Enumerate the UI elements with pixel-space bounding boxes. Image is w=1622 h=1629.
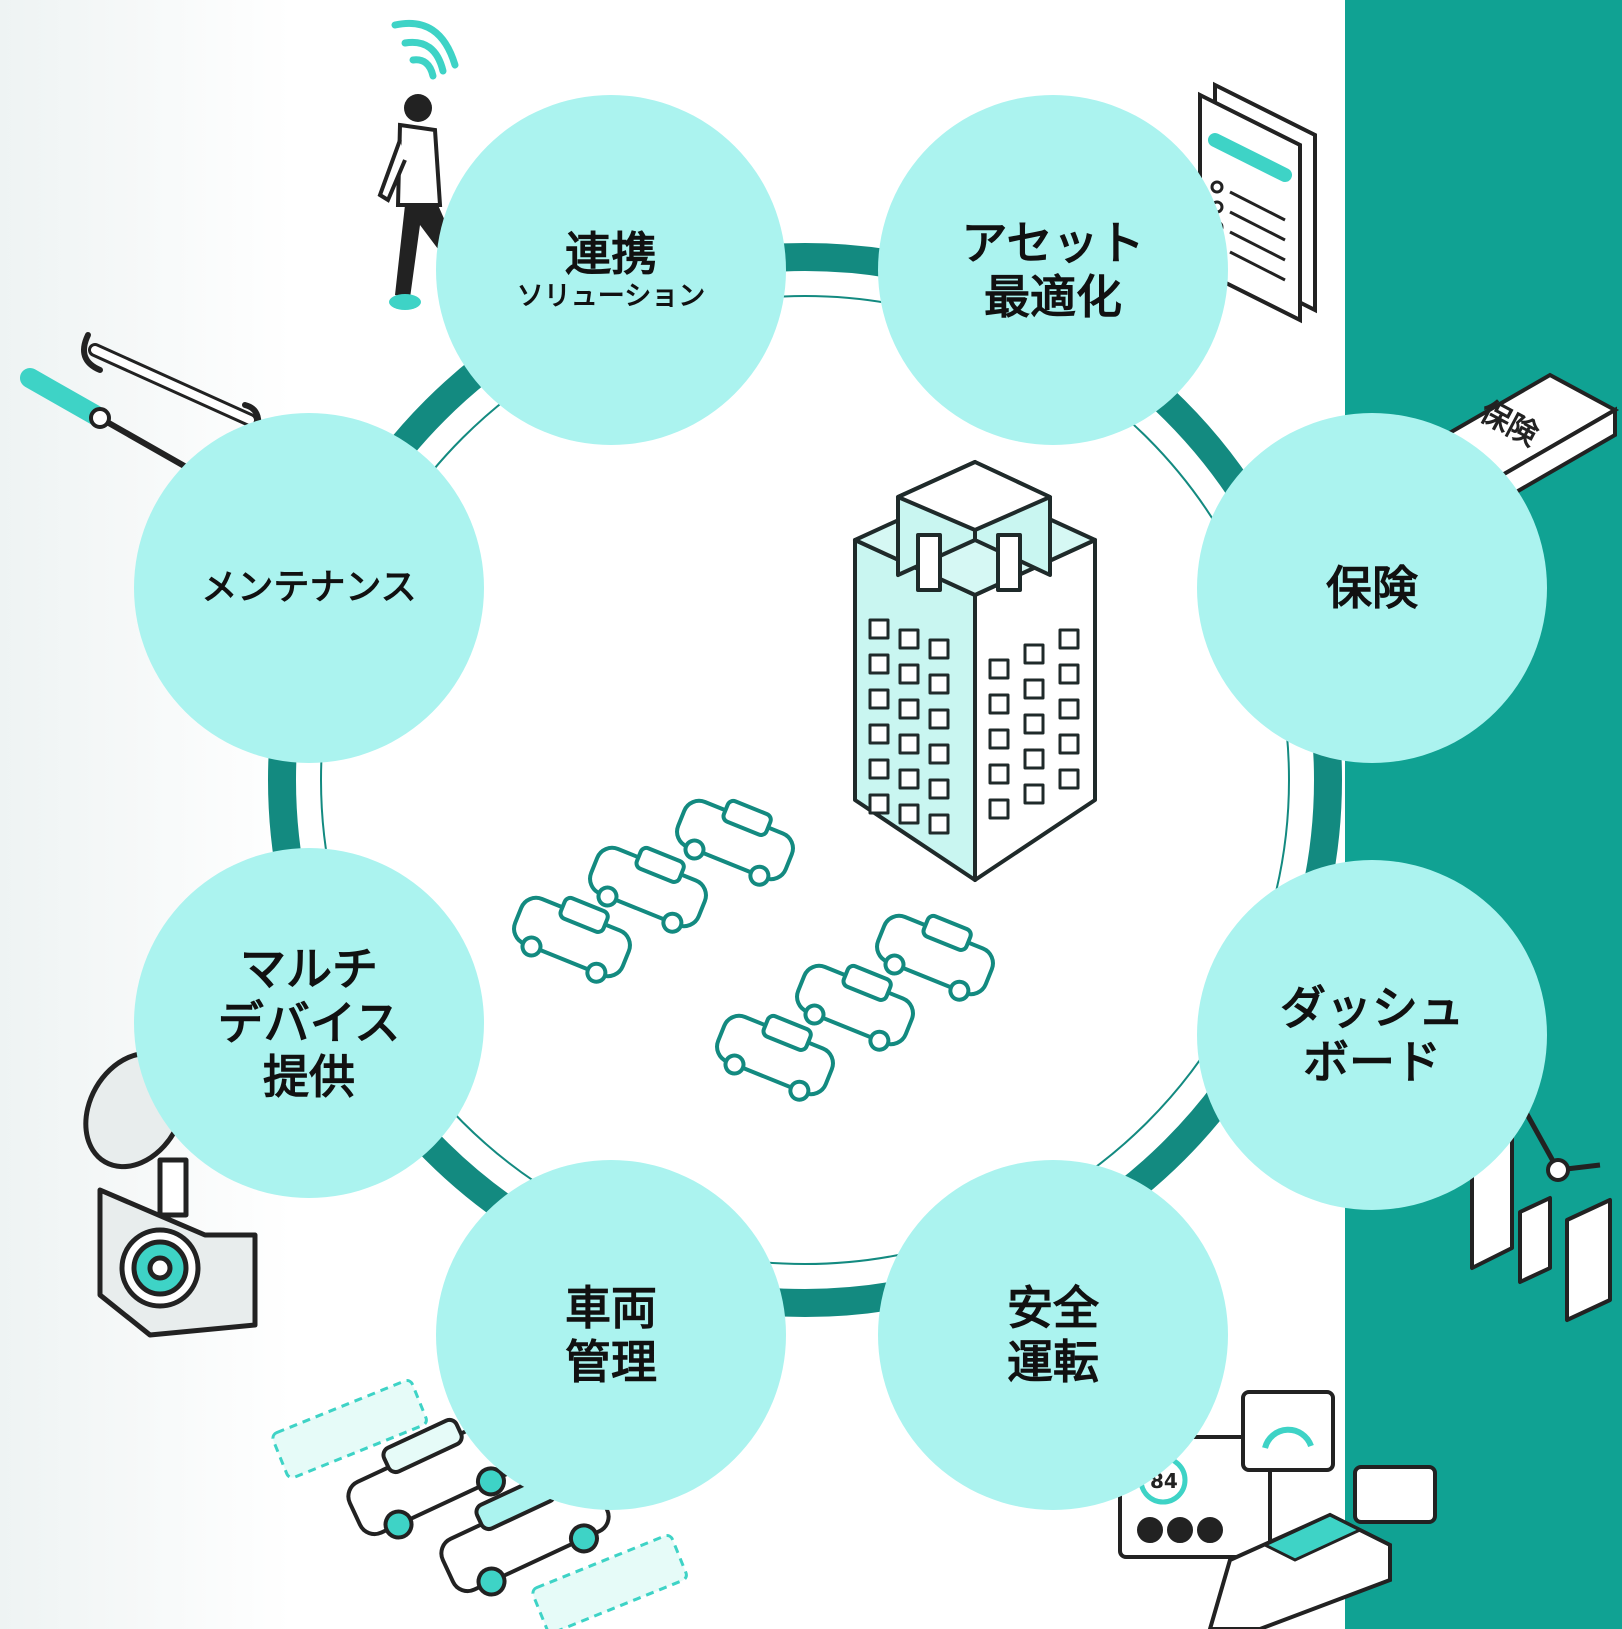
node-renkei-solution[interactable]: 連携 ソリューション <box>436 95 786 445</box>
node-dashboard-line2: ボード <box>1303 1035 1441 1089</box>
node-multi-device-line3: 提供 <box>263 1050 355 1105</box>
node-safe-driving-line2: 運転 <box>1007 1335 1099 1389</box>
office-building-icon <box>853 460 1097 882</box>
node-renkei-title: 連携 <box>565 226 657 281</box>
outer-ring <box>268 243 1342 1317</box>
node-vehicle-management[interactable]: 車両 管理 <box>436 1160 786 1510</box>
fleet-cars-icon <box>271 1379 688 1629</box>
node-maintenance-title: メンテナンス <box>201 566 417 608</box>
node-renkei-subtitle: ソリューション <box>516 281 706 313</box>
node-dashboard[interactable]: ダッシュ ボード <box>1197 860 1547 1210</box>
node-vehicle-management-line2: 管理 <box>565 1335 657 1389</box>
node-safe-driving-line1: 安全 <box>1007 1280 1099 1335</box>
document-list-icon <box>1198 81 1317 324</box>
node-insurance[interactable]: 保険 <box>1197 413 1547 763</box>
parked-cars-icon <box>512 798 995 1102</box>
node-multi-device-line2: デバイス <box>217 995 401 1050</box>
node-safe-driving[interactable]: 安全 運転 <box>878 1160 1228 1510</box>
accent-side-panel <box>1345 0 1622 1629</box>
node-multi-device[interactable]: マルチ デバイス 提供 <box>134 848 484 1198</box>
node-vehicle-management-line1: 車両 <box>565 1280 657 1335</box>
node-asset-line2: 最適化 <box>984 270 1122 324</box>
inner-ring <box>320 295 1290 1265</box>
node-asset-optimization[interactable]: アセット 最適化 <box>878 95 1228 445</box>
node-dashboard-line1: ダッシュ <box>1280 980 1464 1035</box>
node-maintenance[interactable]: メンテナンス <box>134 413 484 763</box>
node-asset-line1: アセット <box>961 215 1145 270</box>
node-multi-device-line1: マルチ <box>240 941 378 996</box>
node-insurance-title: 保険 <box>1326 560 1418 615</box>
